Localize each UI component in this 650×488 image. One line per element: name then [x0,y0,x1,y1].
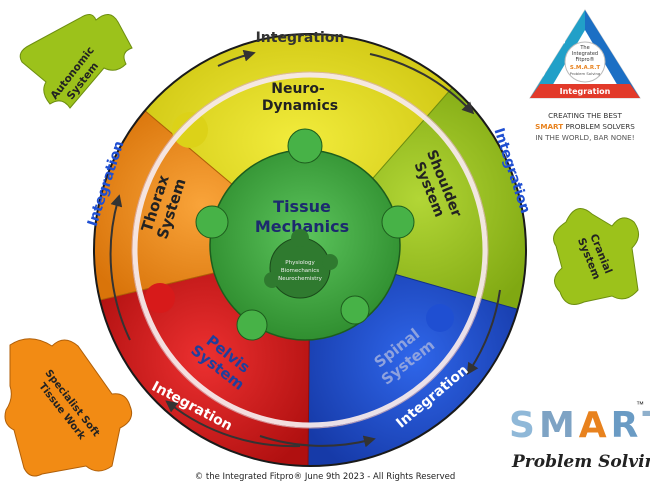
neuro-label-line2: Dynamics [262,98,338,114]
piece-soft-tissue [4,338,133,477]
integration-label-top: Integration [256,30,345,46]
logo-letter-m: M [538,405,575,446]
triangle-right-band [585,10,640,98]
arrow-bottom-left [165,400,301,448]
integration-arrows [109,49,501,448]
tagline-smart-word: SMART [535,122,564,131]
outer-rim [93,33,527,467]
integration-ring [132,72,488,428]
inner-hub [264,229,338,299]
triangle-bottom-band [530,84,640,98]
logo-trademark: ™ [636,400,644,409]
tagline-line3: IN THE WORLD, BAR NONE! [535,133,635,142]
tagline-line2-rest: PROBLEM SOLVERS [565,122,635,131]
logo-letter-s: S [509,405,535,446]
center-tab-bottom-left [236,309,268,341]
center-tab-bottom-right [340,295,370,325]
smart-letters: S M A R T [508,400,650,452]
triangle-center-line3: Fitpro® [575,56,594,63]
neuro-label-line1: Neuro- [271,81,325,97]
hub-item-physiology: Physiology [285,260,315,266]
logo-letter-r: R [610,405,639,446]
arrow-left-up [109,194,131,341]
footer-copyright: © the Integrated Fitpro® June 9th 2023 -… [194,472,456,482]
integration-ring-outline [131,71,489,429]
triangle-side-integration: Integration [560,87,611,96]
hub-item-neurochemistry: Neurochemistry [278,276,323,282]
triangle-center-line2: Integrated [572,51,598,57]
arrow-top-right [369,53,475,115]
center-tab-left [195,205,229,239]
logo-letter-t: T [641,400,650,452]
smart-logo: S M A R T ™ Problem Solving [508,400,650,480]
triangle-left-band [530,10,585,98]
arrow-right-down [466,289,501,376]
puzzle-tab-orange [145,283,175,313]
arrow-top-left [217,49,256,67]
triangle-center-circle [564,41,606,83]
triangle-badge [529,9,641,99]
tagline: CREATING THE BEST SMART PROBLEM SOLVERS … [520,110,650,143]
puzzle-tab-yellow [172,112,208,148]
puzzle-tab-green [426,304,454,332]
tagline-line2: SMART PROBLEM SOLVERS [520,121,650,132]
triangle-center-line1: The [579,45,589,51]
arrow-bottom-right [259,435,376,448]
center-title-line2: Mechanics [255,217,349,236]
hub-item-biomechanics: Biomechanics [281,268,319,274]
tagline-line1: CREATING THE BEST [548,111,622,120]
logo-letter-a: A [578,405,607,446]
center-title-line1: Tissue [273,197,331,216]
piece-cranial [553,208,639,305]
triangle-center-smart: S.M.A.R.T [570,65,600,71]
center-tab-right [381,205,415,239]
logo-subtitle: Problem Solving [512,452,650,472]
center-tab-top [287,128,323,164]
triangle-center-sub: Problem Solving [570,71,601,76]
piece-autonomic [19,14,133,109]
